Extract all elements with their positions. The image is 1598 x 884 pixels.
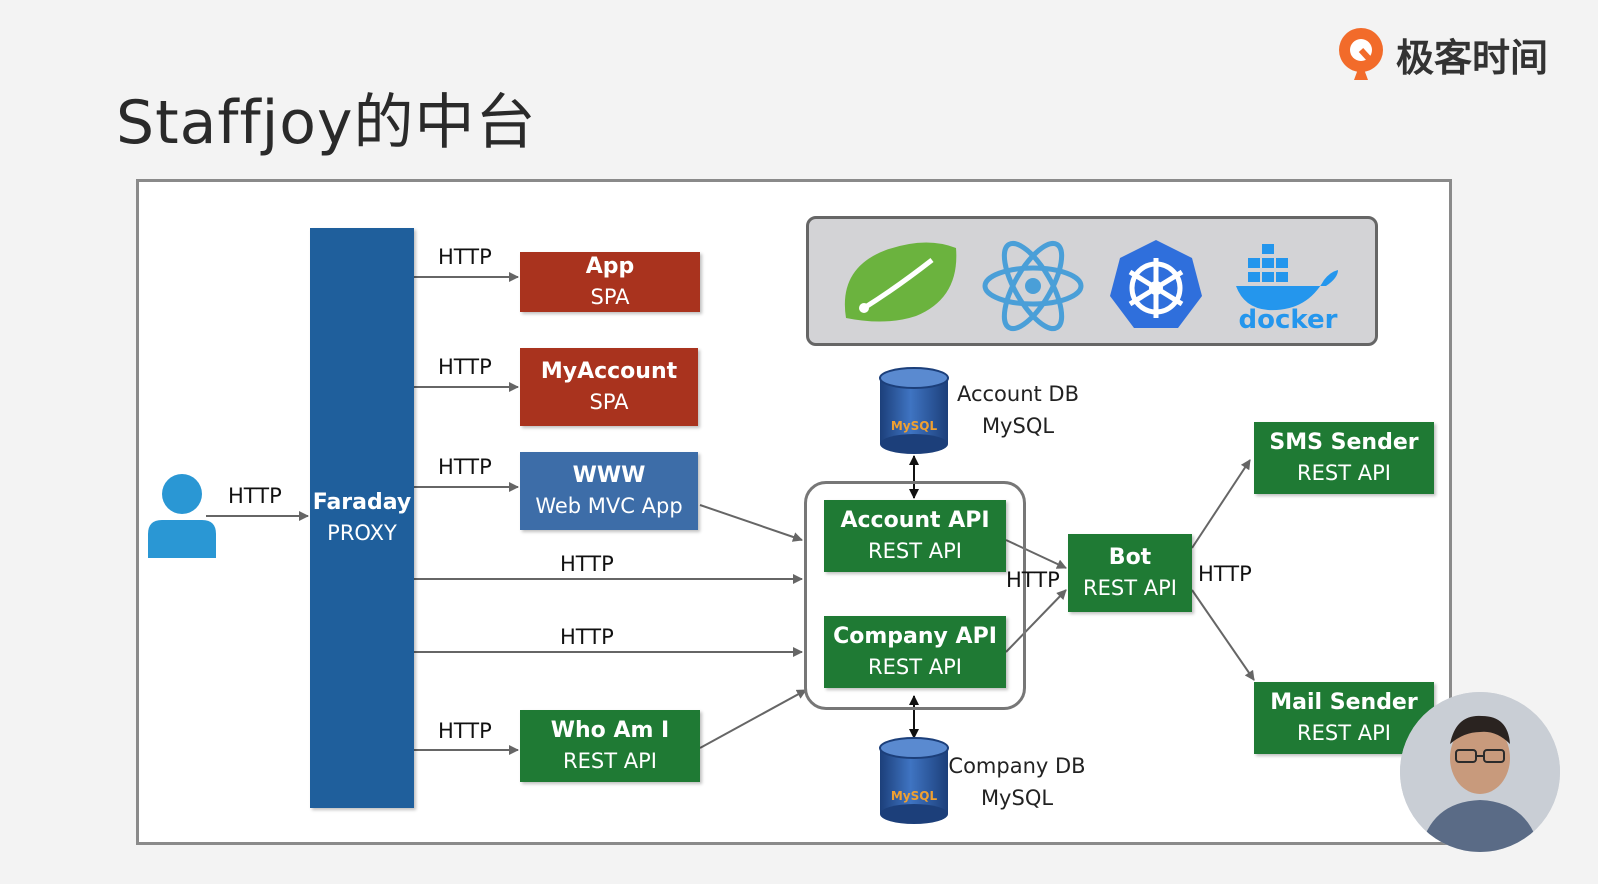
account-api-type: REST API (868, 539, 962, 563)
core-services-group (804, 481, 1026, 710)
edge-bot-mail (1191, 589, 1255, 681)
bot-type: REST API (1083, 576, 1177, 600)
page-title: Staffjoy的中台 (116, 88, 537, 158)
docker-wordmark: docker (1239, 305, 1338, 335)
docker-icon: docker (1236, 244, 1338, 335)
presenter-avatar (1400, 692, 1560, 852)
edge-account-bot (1005, 539, 1067, 569)
www-name: WWW (572, 463, 646, 488)
account-db-label: Account DB MySQL (952, 378, 1084, 442)
app-type: SPA (590, 285, 630, 309)
account-db-engine: MySQL (981, 414, 1055, 438)
company-api-name: Company API (833, 624, 997, 649)
http-label: HTTP (1006, 568, 1060, 592)
http-label: HTTP (560, 552, 614, 576)
company-api-type: REST API (868, 655, 962, 679)
app-spa-box: App SPA (520, 252, 700, 312)
kubernetes-icon (1110, 240, 1202, 328)
proxy-name: Faraday (312, 490, 412, 515)
brand-logo: 极客时间 (1336, 26, 1548, 82)
faraday-proxy: Faraday PROXY (310, 228, 414, 808)
edge-whoami-group (699, 689, 807, 749)
myaccount-spa-box: MyAccount SPA (520, 348, 698, 426)
brand-text: 极客时间 (1396, 35, 1549, 80)
react-icon (982, 240, 1084, 332)
sms-sender-box: SMS Sender REST API (1254, 422, 1434, 494)
geektime-logo-icon (1339, 28, 1383, 80)
company-api-box: Company API REST API (824, 616, 1006, 688)
bot-box: Bot REST API (1068, 534, 1192, 612)
presenter-webcam (1400, 692, 1560, 852)
proxy-type: PROXY (327, 521, 397, 545)
bot-name: Bot (1108, 545, 1152, 570)
www-box: WWW Web MVC App (520, 452, 698, 530)
http-label: HTTP (228, 484, 282, 508)
app-name: App (585, 254, 635, 279)
mysql-logo-text: MySQL (891, 419, 938, 433)
http-label: HTTP (438, 455, 492, 479)
http-label: HTTP (1198, 562, 1252, 586)
mail-sender-box: Mail Sender REST API (1254, 682, 1434, 754)
account-db-name: Account DB (956, 382, 1080, 406)
myaccount-type: SPA (589, 390, 629, 414)
company-db-cylinder-icon: MySQL (879, 737, 949, 824)
whoami-name: Who Am I (550, 718, 670, 743)
whoami-box: Who Am I REST API (520, 710, 700, 782)
http-label: HTTP (438, 719, 492, 743)
http-label: HTTP (560, 625, 614, 649)
account-api-name: Account API (840, 508, 990, 533)
mail-sender-name: Mail Sender (1270, 690, 1418, 715)
edge-bot-sms (1191, 459, 1251, 549)
http-label: HTTP (438, 355, 492, 379)
mysql-logo-text: MySQL (891, 789, 938, 803)
company-db-name: Company DB (948, 754, 1086, 778)
sms-sender-name: SMS Sender (1269, 430, 1419, 455)
mail-sender-type: REST API (1297, 721, 1391, 745)
account-api-box: Account API REST API (824, 500, 1006, 572)
account-db-cylinder-icon: MySQL (879, 367, 949, 454)
edge-company-bot (1005, 589, 1067, 653)
user-icon (148, 474, 216, 558)
myaccount-name: MyAccount (540, 359, 678, 384)
company-db-engine: MySQL (980, 786, 1054, 810)
http-label: HTTP (438, 245, 492, 269)
sms-sender-type: REST API (1297, 461, 1391, 485)
whoami-type: REST API (563, 749, 657, 773)
edge-www-group (699, 504, 803, 542)
www-type: Web MVC App (535, 494, 683, 518)
company-db-label: Company DB MySQL (942, 750, 1092, 814)
spring-icon (844, 242, 957, 322)
